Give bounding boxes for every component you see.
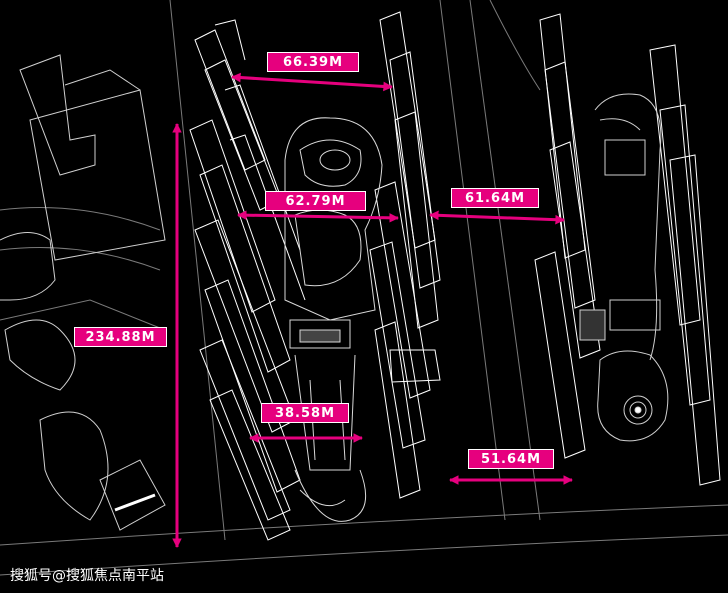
- courtyard: [284, 117, 383, 522]
- dimension-label-street-gap-upper: 61.64M: [451, 188, 539, 208]
- dimension-lines: [172, 72, 573, 548]
- dimension-line-61-64: [429, 210, 565, 225]
- dimension-label-site-length: 234.88M: [74, 327, 167, 347]
- center-tower-band: [369, 11, 441, 499]
- east-courtyard: [579, 93, 669, 442]
- dimension-label-street-gap-lower: 51.64M: [468, 449, 554, 469]
- dimension-label-courtyard-width: 62.79M: [265, 191, 366, 211]
- dimension-line-62-79: [237, 210, 399, 223]
- dimension-label-inner-courtyard: 38.58M: [261, 403, 349, 423]
- dimension-label-top-gap: 66.39M: [267, 52, 359, 72]
- west-tower-band: [189, 19, 306, 541]
- dimension-line-66-39: [231, 72, 393, 92]
- context-buildings: [0, 54, 166, 531]
- east-tower-band: [534, 13, 721, 486]
- road-network: [0, 0, 728, 576]
- watermark: 搜狐号@搜狐焦点南平站: [10, 568, 164, 584]
